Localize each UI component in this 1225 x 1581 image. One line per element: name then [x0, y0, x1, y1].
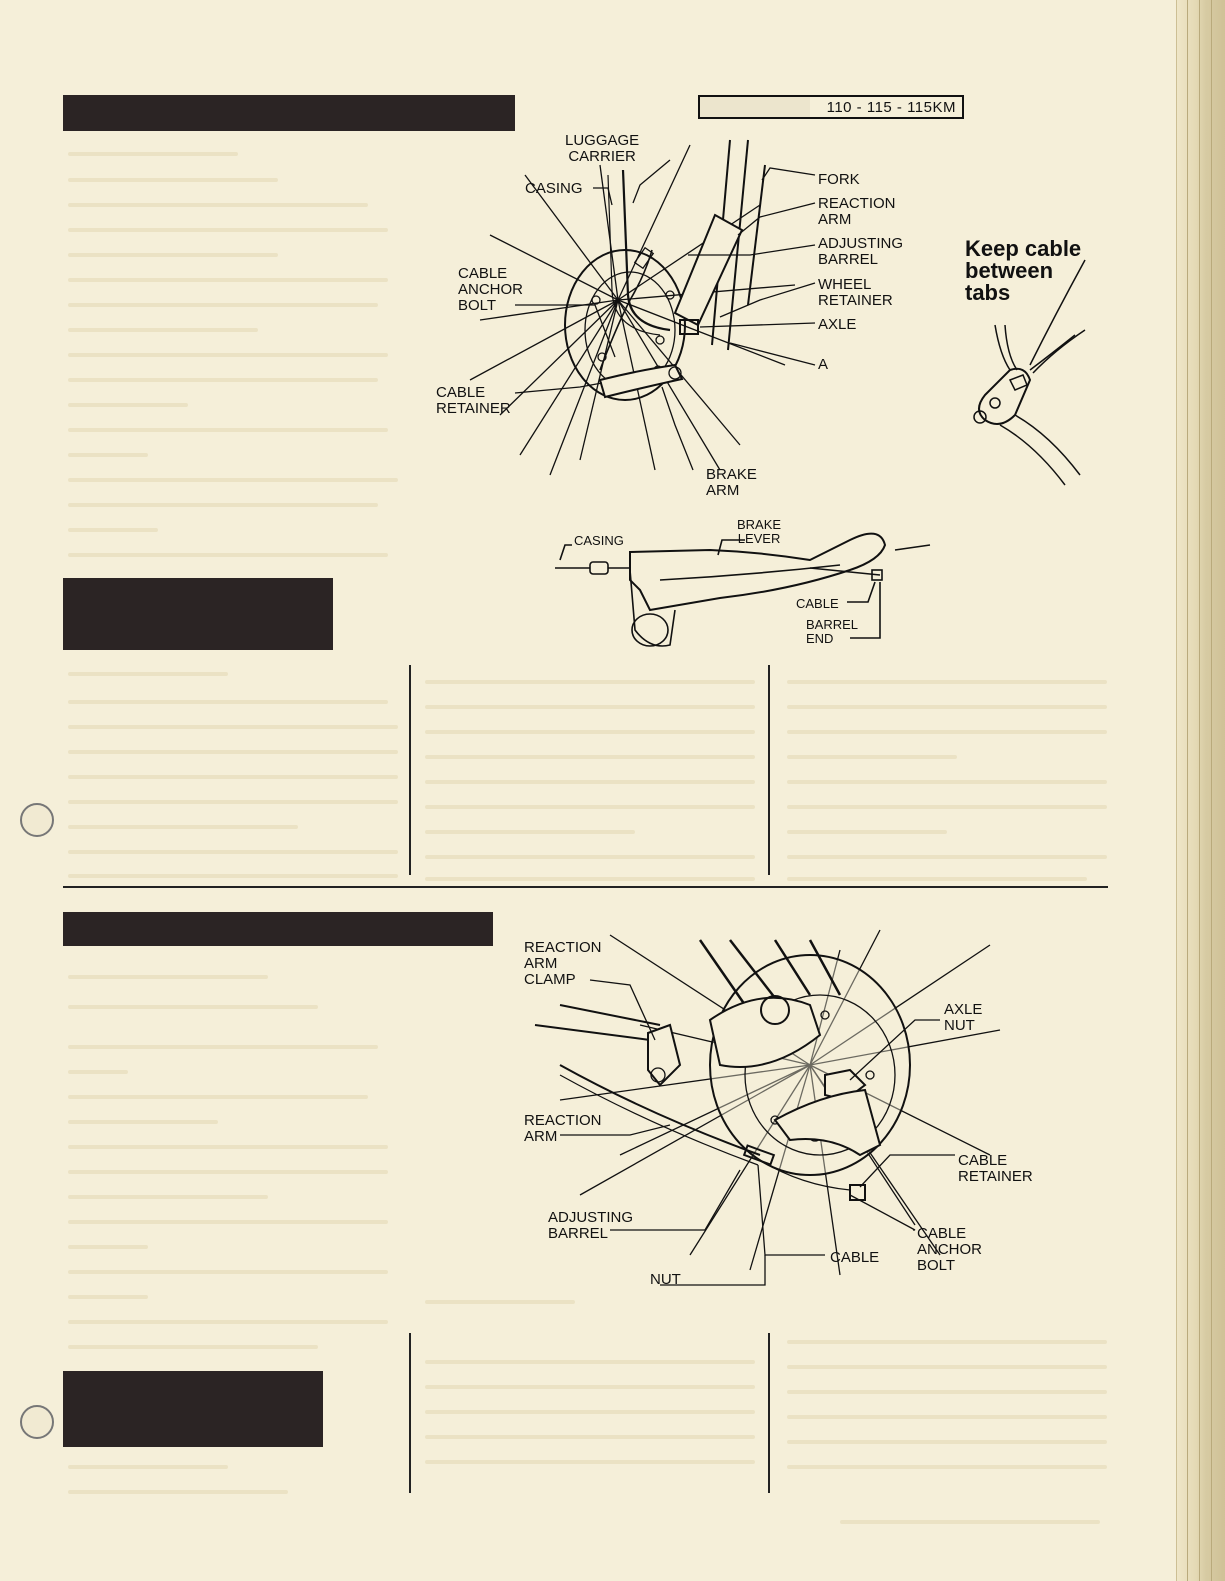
column-divider: [409, 665, 411, 875]
label-rear-cable: CABLE: [830, 1249, 880, 1266]
section-header-bar: [63, 95, 515, 131]
page-edge: [1176, 0, 1225, 1581]
label-a: A: [818, 356, 829, 373]
label-reaction-arm: REACTION ARM: [818, 195, 896, 228]
model-range-box: 110 - 115 - 115KM: [698, 95, 964, 119]
column-divider: [768, 665, 770, 875]
label-barrel-end: BARREL END: [806, 617, 859, 646]
section-header-bar: [63, 1371, 323, 1447]
label-brake-arm: BRAKE ARM: [706, 466, 757, 499]
section-header-bar: [63, 578, 333, 650]
label-wheel-retainer: WHEEL RETAINER: [818, 276, 893, 309]
model-range-text: 110 - 115 - 115KM: [826, 99, 956, 116]
label-brake-lever: BRAKE LEVER: [737, 517, 782, 546]
label-rear-cable-retainer: CABLE RETAINER: [958, 1152, 1033, 1185]
rear-brake-diagram: [534, 929, 1001, 1286]
label-luggage-carrier: LUGGAGE CARRIER: [565, 132, 640, 165]
cable-tabs-diagram: [973, 259, 1086, 486]
column-divider: [768, 1333, 770, 1493]
label-axle-nut: AXLE NUT: [944, 1001, 983, 1034]
front-brake-diagram: [469, 139, 816, 476]
label-adjusting-barrel: ADJUSTING BARREL: [818, 235, 904, 268]
label-rear-reaction-arm: REACTION ARM: [524, 1112, 602, 1145]
label-lever-casing: CASING: [574, 533, 624, 548]
label-fork: FORK: [818, 171, 860, 188]
brake-lever-diagram: [555, 532, 931, 647]
section-divider: [63, 886, 1108, 888]
label-keep-cable-between-tabs: Keep cable between tabs: [965, 236, 1082, 305]
label-nut: NUT: [650, 1271, 681, 1288]
label-casing: CASING: [525, 180, 583, 197]
label-rear-adjusting-barrel: ADJUSTING BARREL: [548, 1209, 634, 1242]
label-cable-anchor-bolt: CABLE ANCHOR BOLT: [458, 265, 524, 314]
column-divider: [409, 1333, 411, 1493]
label-axle: AXLE: [818, 316, 857, 333]
section-header-bar: [63, 912, 493, 946]
label-rear-cable-anchor-bolt: CABLE ANCHOR BOLT: [917, 1225, 983, 1274]
label-cable-retainer: CABLE RETAINER: [436, 384, 511, 417]
punch-hole: [20, 803, 54, 837]
label-reaction-arm-clamp: REACTION ARM CLAMP: [524, 939, 602, 988]
punch-hole: [20, 1405, 54, 1439]
label-lever-cable: CABLE: [796, 596, 839, 611]
